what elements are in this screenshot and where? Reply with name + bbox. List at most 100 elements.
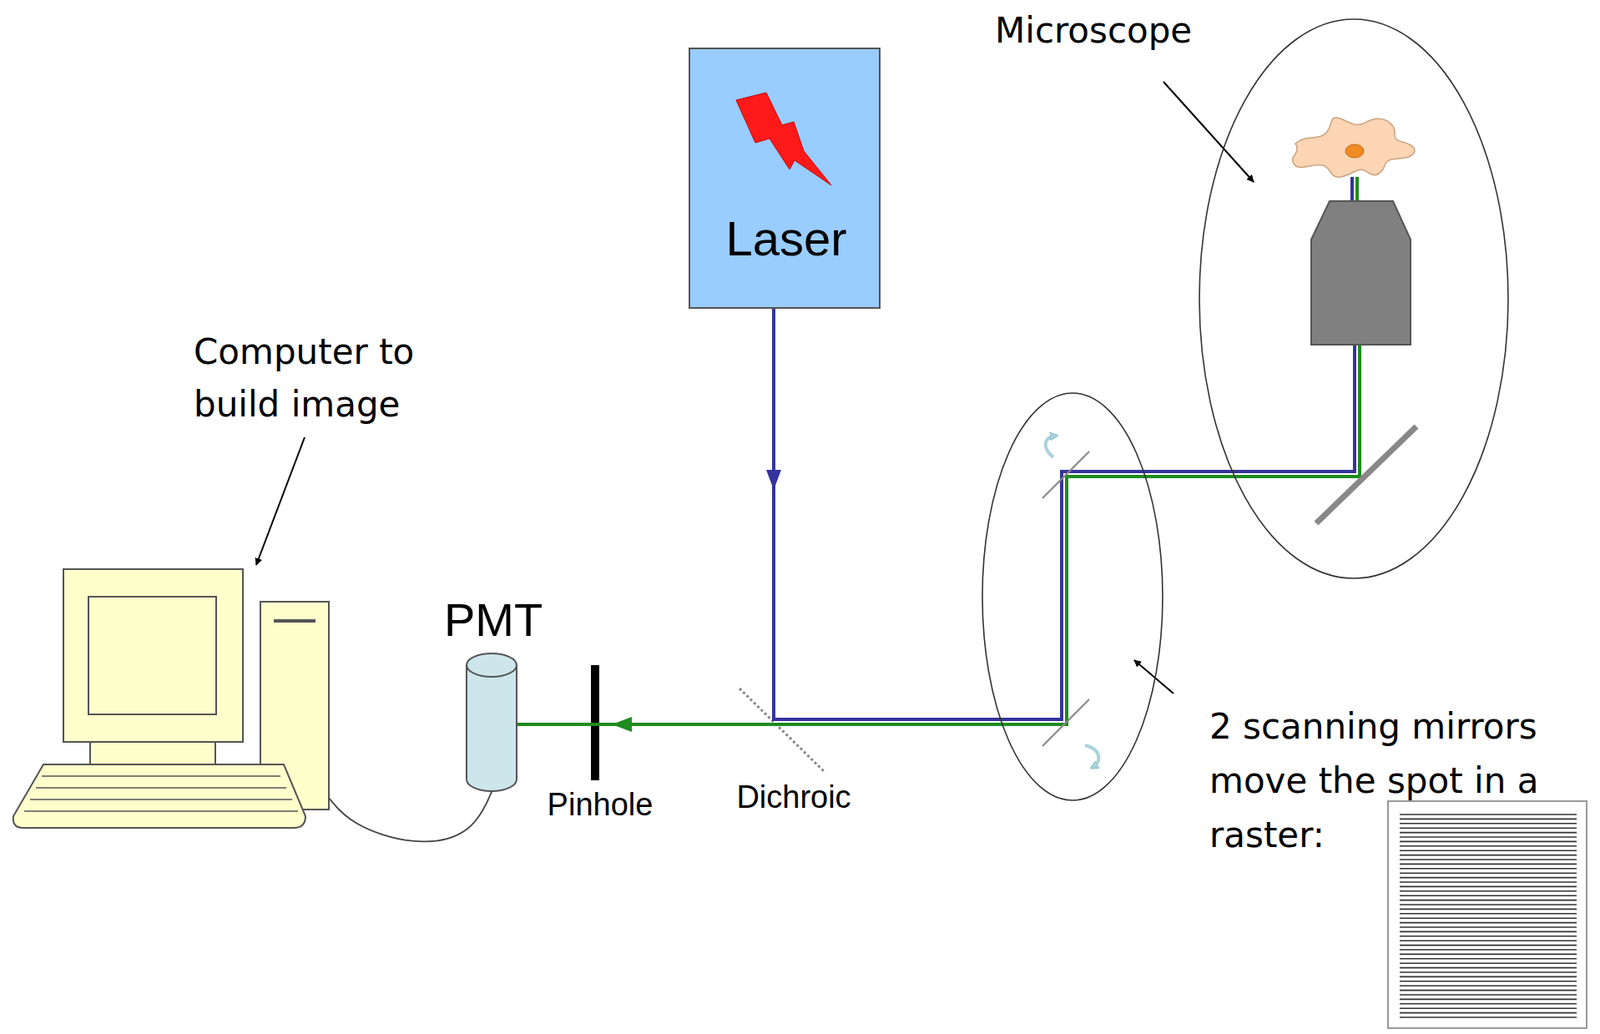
rotation-arrow [1045,435,1057,458]
raster-line [1399,894,1577,897]
key-row [35,787,287,789]
keyboard-keys [24,776,298,812]
scan-mirror [1042,451,1090,499]
emission-beam [994,476,1151,725]
pmt-detector: PMT [466,652,518,792]
raster-line [1399,899,1577,902]
raster-line [1399,827,1577,829]
monitor-stand [90,741,216,765]
laser-box: Laser [688,47,881,309]
raster-line [1399,813,1577,816]
region-outline [981,392,1164,802]
region-outline [1198,18,1510,580]
scan-mirror [1042,699,1090,747]
computer-drawing [13,569,329,828]
emission-beam [1144,474,1232,479]
raster-line [1399,913,1577,915]
raster-line [1399,903,1577,906]
part-label: Dichroic [736,778,851,818]
pmt-window [466,653,517,677]
arrowhead [611,716,632,732]
scanning-mirror-region: 2 scanning mirrors move the spot in a ra… [981,392,1164,802]
raster-line [1399,886,1577,889]
raster-line [1399,931,1577,934]
raster-line [1399,976,1577,979]
raster-lines [1399,814,1577,1018]
cell-nucleus [1345,144,1364,158]
key-row [24,810,298,813]
excitation-beam [994,471,1151,720]
raster-line [1399,926,1577,929]
callout-label: 2 scanning mirrors move the spot in a ra… [1209,699,1569,863]
raster-line [1399,999,1577,1001]
rotation-arrow [1085,745,1099,768]
microscope-mirror [1316,426,1417,524]
raster-line [1399,1012,1577,1015]
raster-line [1399,953,1577,956]
computer: Computer to build image [12,569,329,829]
connector-group [766,308,1000,720]
raster-line [1399,854,1577,857]
cell [1292,117,1415,177]
raster-line [1399,877,1577,879]
key-row [41,775,281,778]
arrowhead [766,469,782,490]
raster-frame [1388,801,1587,1029]
raster-line [1399,836,1577,838]
light-beam [773,308,1000,720]
microscope-region: Microscope [1198,18,1510,580]
raster-line [1399,917,1577,919]
connector-group [517,716,1002,732]
connector-group [1144,471,1232,477]
raster-line [1399,971,1577,974]
raster-line [1399,994,1577,996]
raster-line [1399,890,1577,893]
pmt-drawing [466,653,517,792]
pmt-body [466,665,517,792]
raster-line [1399,989,1577,992]
raster-line [1399,967,1577,970]
raster-line [1399,849,1577,852]
excitation-beam [1350,176,1354,203]
part-label: Pinhole [547,786,654,825]
key-row [30,798,293,801]
dichroic-mirror [739,688,825,773]
raster-line [1399,922,1577,924]
raster-line [1399,1003,1577,1005]
emission-beam [1226,344,1360,477]
monitor [63,569,243,742]
raster-line [1399,841,1577,843]
raster-line [1399,863,1577,866]
component-label: PMT [444,591,543,648]
signal-cable [328,791,493,842]
raster-line [1399,1007,1577,1010]
raster-line [1399,868,1577,870]
raster-line [1399,832,1577,834]
raster-line [1399,948,1577,951]
raster-line [1399,858,1577,861]
raster-line [1399,962,1577,965]
callout-label: Computer to build image [193,325,461,431]
raster-line [1399,1016,1577,1019]
monitor-screen [88,596,217,715]
leader-arrow [1134,660,1174,694]
keyboard [13,764,306,828]
raster-line [1399,939,1577,942]
raster-line [1399,822,1577,825]
leader-arrow [256,437,305,566]
laser-housing [688,47,881,309]
leader-arrow [1163,81,1254,182]
raster-line [1399,980,1577,983]
raster-line [1399,944,1577,947]
excitation-beam [1226,344,1355,472]
raster-line [1399,908,1577,911]
laser-bolt [736,92,832,186]
emission-beam [1355,176,1359,203]
light-beam [517,722,1002,727]
drive-slot [273,619,316,623]
component-label: Laser [725,209,847,268]
connector-group [328,791,493,842]
